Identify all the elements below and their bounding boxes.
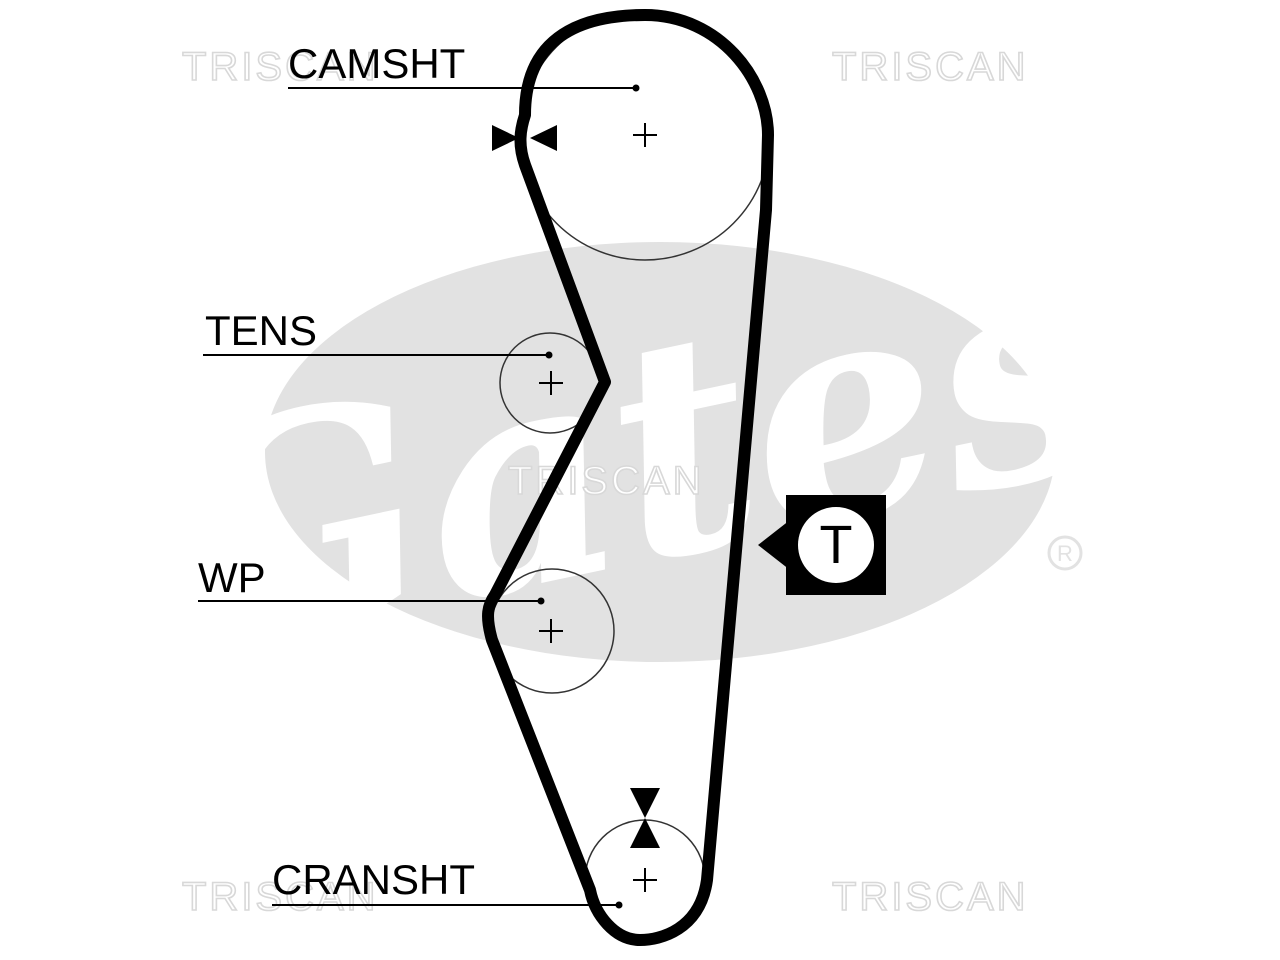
registered-mark-circle (1047, 535, 1083, 571)
watermark-top-right: TRISCAN (832, 45, 1029, 89)
watermarks: TRISCAN TRISCAN TRISCAN TRISCAN TRISCAN (181, 44, 1029, 920)
watermark-bottom-right: TRISCAN (832, 875, 1029, 919)
water-pump-label: WP (198, 554, 266, 601)
water-pump-leader-dot (537, 597, 545, 605)
crankshaft-timing-mark-icon (630, 788, 660, 848)
leader-lines (198, 84, 640, 909)
tensioner-center-cross (539, 371, 563, 395)
timing-belt (482, 9, 774, 946)
camshaft-leader-dot (632, 84, 640, 92)
tension-symbol-arrow-icon (758, 520, 790, 570)
tension-symbol-letter: T (820, 515, 853, 575)
tension-symbol: T (758, 495, 886, 595)
camshaft-center-cross (633, 123, 657, 147)
water-pump-center-cross (539, 619, 563, 643)
watermark-top-left: TRISCAN (182, 45, 379, 89)
timing-marks (492, 125, 660, 848)
tensioner-label: TENS (205, 307, 317, 354)
crankshaft-leader-dot (615, 901, 623, 909)
watermark-center: TRISCAN (508, 459, 705, 503)
pulley-centers (539, 123, 657, 892)
component-labels: CAMSHT TENS WP CRANSHT (198, 40, 475, 903)
gates-logo: Gates R (136, 184, 1138, 727)
camshaft-label: CAMSHT (288, 40, 465, 87)
registered-mark-letter: R (1057, 541, 1073, 566)
camshaft-timing-mark-icon (492, 125, 557, 151)
watermark-bottom-left: TRISCAN (182, 875, 379, 919)
crankshaft-label: CRANSHT (272, 856, 475, 903)
crankshaft-center-cross (633, 868, 657, 892)
tensioner-leader-dot (545, 351, 553, 359)
tension-symbol-circle (798, 507, 874, 583)
